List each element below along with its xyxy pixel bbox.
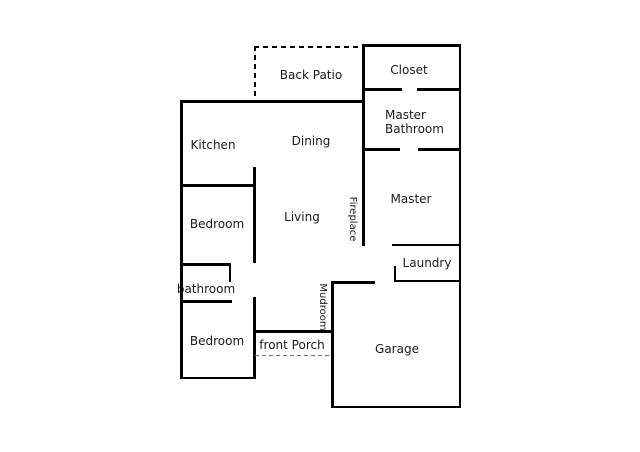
room-label-living: Living bbox=[284, 210, 320, 224]
room-label-garage: Garage bbox=[375, 342, 419, 356]
room-label-closet: Closet bbox=[390, 63, 428, 77]
wall-closet-south-left bbox=[362, 88, 402, 91]
wall-bathroom-door-stub bbox=[228, 263, 231, 282]
dashed-edge-patio-west bbox=[253, 46, 256, 101]
room-label-kitchen: Kitchen bbox=[190, 138, 236, 152]
wall-garage-south bbox=[331, 405, 461, 408]
wall-porch-north bbox=[253, 330, 334, 333]
wall-garage-west bbox=[331, 281, 334, 408]
wall-mbath-south-left bbox=[362, 148, 400, 151]
wall-living-west bbox=[253, 167, 256, 263]
wall-laundry-south bbox=[393, 279, 461, 282]
wall-bathroom-south bbox=[180, 300, 232, 303]
wall-garage-north bbox=[331, 281, 375, 284]
dashed-edge-porch-south bbox=[255, 354, 332, 356]
wall-house-top bbox=[180, 100, 365, 103]
room-label-laundry: Laundry bbox=[402, 256, 452, 270]
room-label-back-patio: Back Patio bbox=[279, 68, 343, 82]
wall-closet-south-right bbox=[417, 88, 461, 91]
wall-bedroom2-south bbox=[180, 376, 256, 379]
wall-bedroom2-east bbox=[253, 297, 256, 377]
wall-suite-west bbox=[362, 44, 365, 246]
room-label-master-bathroom: Master Bathroom bbox=[385, 108, 444, 136]
wall-laundry-north bbox=[392, 243, 461, 246]
room-label-front-porch: front Porch bbox=[259, 338, 325, 352]
room-label-dining: Dining bbox=[291, 134, 331, 148]
room-label-bathroom: bathroom bbox=[176, 282, 236, 296]
room-label-master: Master bbox=[390, 192, 432, 206]
room-label-mudroom: Mudroom bbox=[317, 283, 328, 331]
room-label-fireplace: Fireplace bbox=[347, 196, 358, 242]
room-label-bedroom-upper: Bedroom bbox=[189, 217, 245, 231]
dashed-edge-patio-north bbox=[254, 46, 364, 48]
wall-mbath-south-right bbox=[418, 148, 461, 151]
wall-bathroom-north bbox=[180, 263, 231, 266]
wall-laundry-west bbox=[393, 265, 396, 282]
wall-kitchen-south bbox=[180, 184, 255, 187]
wall-house-east bbox=[458, 44, 461, 408]
room-label-bedroom-lower: Bedroom bbox=[189, 334, 245, 348]
wall-house-left bbox=[180, 100, 183, 379]
wall-closet-north bbox=[362, 44, 461, 47]
